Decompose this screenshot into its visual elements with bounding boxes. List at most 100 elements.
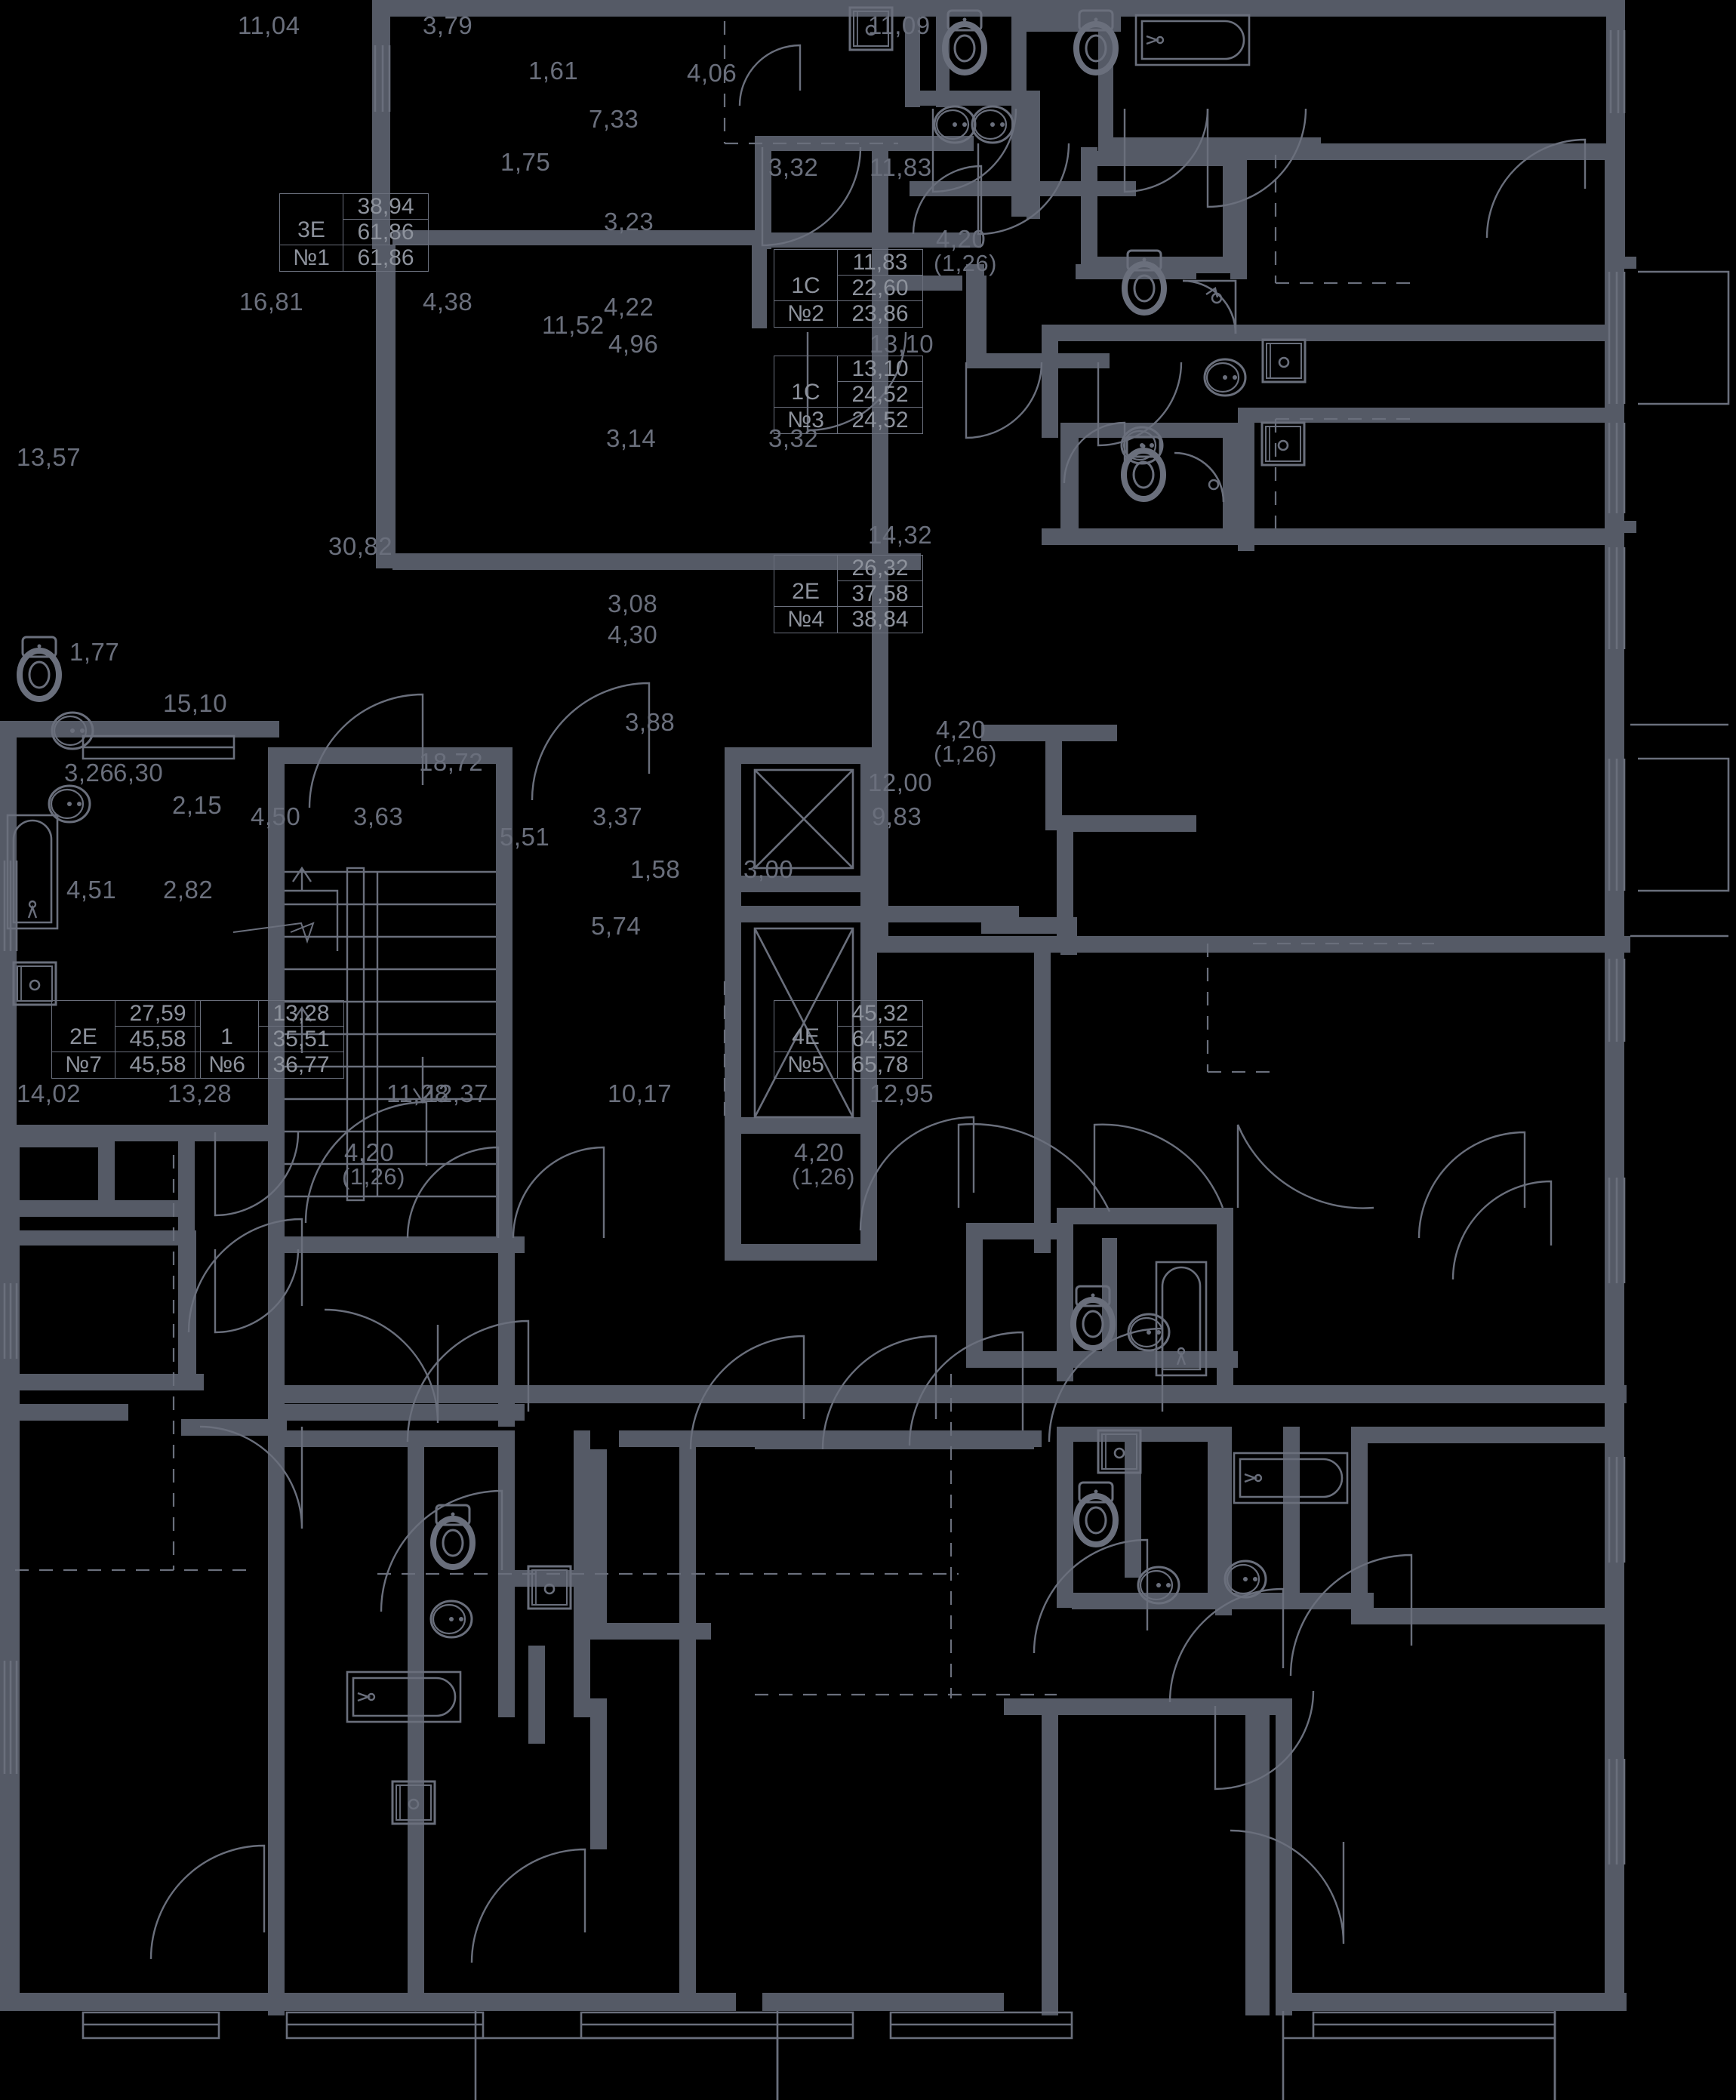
room-dimension: 6,30 (113, 759, 164, 787)
balcony-area: 4,20 (936, 716, 987, 744)
apartment-full: 36,77 (272, 1052, 330, 1077)
sink-icon (1203, 358, 1247, 397)
kitchen-sink-icon (12, 961, 57, 1006)
apartment-tag[interactable]: 2Е 27,59 45,58 №7 45,58 (51, 1000, 201, 1079)
room-dimension: 4,51 (66, 876, 117, 904)
room-dimension: 5,51 (500, 823, 550, 851)
room-dimension: 12,00 (868, 768, 933, 796)
apartment-tag[interactable]: 1С 13,10 24,52 №3 24,52 (774, 356, 923, 434)
apartment-number: №5 (774, 1052, 838, 1078)
balcony-area-sub: (1,26) (792, 1163, 855, 1190)
room-dimension: 3,32 (768, 424, 819, 452)
room-dimension: 13,10 (870, 330, 934, 358)
room-dimension: 4,38 (423, 288, 473, 316)
room-dimension: 3,37 (593, 802, 643, 830)
room-dimension: 3,32 (768, 153, 819, 181)
apartment-number: №2 (774, 301, 838, 327)
apartment-living: 38,94 (343, 194, 428, 220)
room-dimension: 15,10 (163, 689, 228, 717)
sink-icon (971, 105, 1014, 144)
room-dimension: 3,08 (608, 590, 658, 617)
elevator-shaft (753, 768, 854, 1119)
room-dimension: 4,50 (251, 802, 301, 830)
room-dimension: 11,09 (868, 11, 931, 39)
room-dimension: 3,88 (625, 708, 676, 736)
room-dimension: 30,82 (328, 532, 393, 560)
room-dimension: 2,15 (172, 791, 223, 819)
windows-and-balconies (3, 30, 1730, 2100)
apartment-full: 65,78 (851, 1052, 909, 1077)
bathtub-icon (1134, 14, 1251, 66)
apartment-tag[interactable]: 4Е 45,32 64,52 №5 65,78 (774, 1000, 923, 1079)
room-dimension: 4,96 (608, 330, 659, 358)
room-dimension: 18,72 (419, 748, 484, 776)
apartment-living: 26,32 (838, 556, 922, 581)
room-dimension: 3,79 (423, 11, 473, 39)
sink-icon (429, 1600, 473, 1639)
apartment-number: №7 (52, 1052, 115, 1078)
apartment-type: 1С (774, 250, 838, 301)
balcony-area-sub: (1,26) (934, 741, 997, 767)
apartment-living: 11,83 (838, 250, 922, 276)
room-dimension: 11,28 (386, 1079, 449, 1107)
apartment-full: 61,86 (357, 245, 414, 270)
balcony-area-sub: (1,26) (342, 1163, 405, 1190)
apartment-number: №3 (774, 408, 838, 433)
apartment-number: №1 (280, 245, 343, 271)
room-dimension: 3,26 (64, 759, 115, 787)
balcony-area: 4,20 (794, 1138, 845, 1166)
room-dimension: 11,04 (238, 11, 300, 39)
toilet-icon (1076, 1483, 1116, 1544)
door-swings (149, 44, 1587, 1963)
room-dimension: 13,57 (17, 443, 82, 471)
apartment-total: 45,58 (115, 1027, 200, 1052)
room-dimension: 11,83 (870, 153, 932, 181)
room-dimension: 14,02 (17, 1079, 82, 1107)
apartment-total: 35,51 (259, 1027, 343, 1052)
kitchen-sink-icon (1261, 338, 1307, 383)
apartment-living: 45,32 (838, 1001, 922, 1027)
apartment-tag[interactable]: 1 13,28 35,51 №6 36,77 (195, 1000, 344, 1079)
apartment-full: 45,58 (129, 1052, 186, 1077)
apartment-total: 64,52 (838, 1027, 922, 1052)
toilet-icon (20, 637, 59, 699)
room-dimension: 3,14 (606, 424, 657, 452)
apartment-tag[interactable]: 2Е 26,32 37,58 №4 38,84 (774, 555, 923, 633)
apartment-living: 13,10 (838, 356, 922, 382)
apartment-living: 27,59 (115, 1001, 200, 1027)
apartment-number: №4 (774, 607, 838, 633)
apartment-number: №6 (195, 1052, 259, 1078)
room-dimension: 4,22 (604, 293, 654, 321)
room-dimension: 1,58 (630, 855, 681, 883)
apartment-tag[interactable]: 3Е 38,94 61,86 №1 61,86 (279, 193, 429, 272)
apartment-tag[interactable]: 1С 11,83 22,60 №2 23,86 (774, 249, 923, 328)
room-dimension: 12,37 (424, 1079, 489, 1107)
staircase (232, 866, 496, 1202)
room-dimension: 4,06 (687, 59, 737, 87)
room-dimension: 3,63 (353, 802, 404, 830)
room-dimension: 10,17 (608, 1079, 673, 1107)
room-dimension: 14,32 (868, 521, 933, 549)
apartment-type: 2Е (774, 556, 838, 607)
apartment-type: 1 (195, 1001, 259, 1052)
niche-guides (15, 21, 1434, 1698)
bathtub-icon (346, 1670, 462, 1723)
room-dimension: 1,77 (69, 638, 120, 666)
apartment-total: 61,86 (343, 220, 428, 245)
apartment-type: 1С (774, 356, 838, 408)
room-dimension: 11,52 (542, 311, 605, 339)
room-dimension: 1,75 (500, 148, 551, 176)
plumbing-fixtures (6, 6, 1349, 1825)
apartment-type: 3Е (280, 194, 343, 245)
apartment-full: 24,52 (851, 408, 909, 433)
sink-icon (48, 784, 91, 824)
room-dimension: 7,33 (589, 105, 639, 133)
apartment-type: 4Е (774, 1001, 838, 1052)
room-dimension: 9,83 (872, 802, 922, 830)
apartment-full: 38,84 (851, 607, 909, 632)
balcony-area: 4,20 (936, 225, 987, 253)
room-dimension: 13,28 (168, 1079, 232, 1107)
apartment-total: 37,58 (838, 581, 922, 607)
